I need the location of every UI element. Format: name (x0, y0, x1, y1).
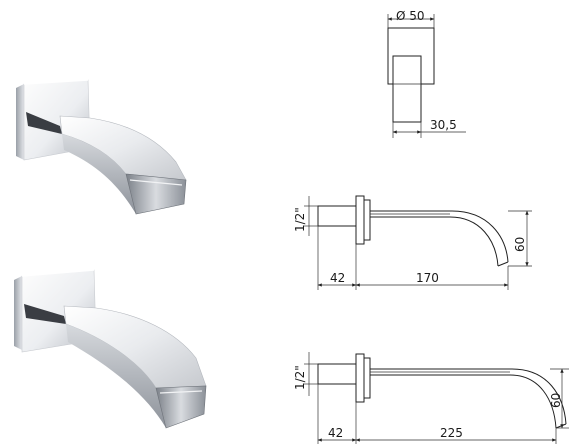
short-reach-label: 170 (416, 271, 439, 285)
side-view-long-drawing: 1/2" 60 42 225 (293, 352, 569, 444)
long-thread-label: 1/2" (293, 365, 307, 390)
front-view-drawing: Ø 50 30,5 (387, 9, 466, 138)
short-wall-label: 42 (330, 271, 345, 285)
depth-label: 30,5 (430, 118, 457, 132)
side-view-short-drawing: 1/2" 60 42 170 (293, 195, 532, 290)
spout-photo-long (14, 269, 207, 429)
long-reach-label: 225 (440, 426, 463, 440)
long-wall-label: 42 (328, 426, 343, 440)
short-height-label: 60 (513, 237, 527, 252)
diameter-label: Ø 50 (396, 9, 425, 23)
long-height-label: 60 (549, 393, 563, 408)
spout-photo-short (16, 79, 187, 215)
short-thread-label: 1/2" (293, 207, 307, 232)
